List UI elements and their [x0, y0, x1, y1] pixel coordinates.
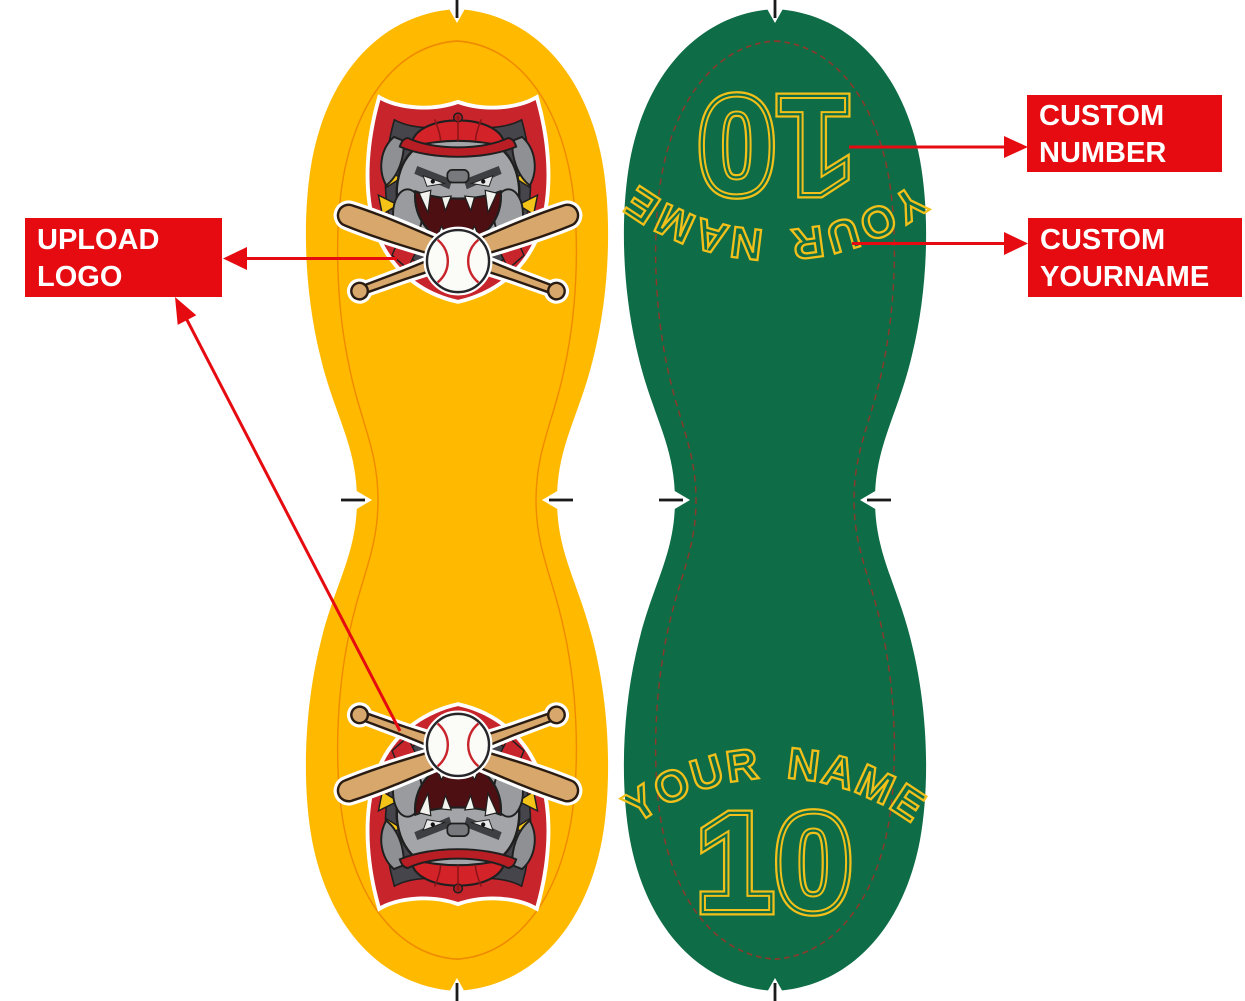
upload-logo-label-line1: UPLOAD — [37, 223, 160, 256]
panel-back: YOUR NAME 10 10 10 — [615, 0, 935, 1001]
panel-front — [305, 0, 609, 1001]
custom-yourname-label-line1: CUSTOM — [1040, 223, 1166, 256]
arrow-upload-logo-top — [223, 247, 397, 270]
player-number-text: 10 10 10 — [691, 781, 858, 946]
svg-text:10: 10 — [696, 786, 854, 940]
custom-number-label-line1: CUSTOM — [1039, 99, 1165, 132]
annotation-arrows — [175, 136, 1028, 732]
custom-yourname-label-line2: YOURNAME — [1040, 260, 1210, 293]
arrow-upload-logo-bottom — [175, 297, 402, 732]
custom-yourname-label: CUSTOM YOURNAME — [1028, 218, 1242, 297]
custom-number-label: CUSTOM NUMBER — [1027, 95, 1222, 172]
custom-number-label-line2: NUMBER — [1039, 136, 1167, 169]
svg-text:10: 10 — [696, 786, 854, 940]
svg-text:10: 10 — [696, 786, 854, 940]
arrow-custom-number — [849, 136, 1028, 158]
upload-logo-label-line2: LOGO — [37, 260, 123, 293]
upload-logo-label: UPLOAD LOGO — [25, 218, 222, 297]
name-number-bottom: YOUR NAME 10 10 10 — [614, 738, 934, 946]
arrow-custom-yourname — [852, 232, 1028, 255]
